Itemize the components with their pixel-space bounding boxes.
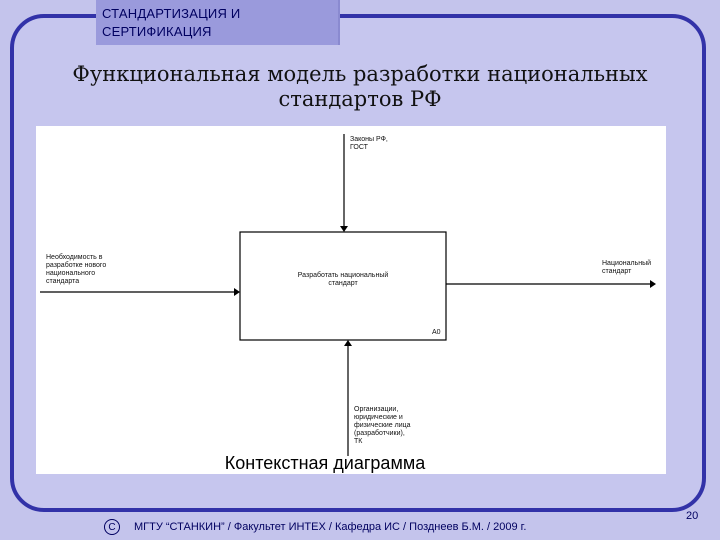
output-label-line1: Национальный — [602, 260, 652, 267]
footer-text: МГТУ “СТАНКИН” / Факультет ИНТЕХ / Кафед… — [134, 521, 527, 533]
output-label-line2: стандарт — [602, 268, 632, 275]
diagram-graphics — [40, 134, 656, 456]
header-tab-text: СТАНДАРТИЗАЦИЯ И СЕРТИФИКАЦИЯ — [102, 5, 332, 41]
control-label-line2: ГОСТ — [350, 144, 368, 151]
header-tab — [96, 0, 340, 45]
mechanism-label-line4: (разработчики), — [354, 430, 405, 437]
output-arrowhead — [650, 280, 656, 288]
control-label: Законы РФ, ГОСТ — [350, 136, 388, 152]
control-arrowhead — [340, 226, 348, 232]
copyright-circle-icon: С — [104, 519, 120, 535]
input-arrowhead — [234, 288, 240, 296]
mechanism-arrowhead — [344, 340, 352, 346]
page-number: 20 — [686, 510, 699, 522]
mechanism-label-line1: Организации, — [354, 406, 399, 413]
diagram-caption: Контекстная диаграмма — [224, 453, 426, 473]
context-diagram: Законы РФ, ГОСТ Необходимость в разработ… — [36, 126, 666, 474]
slide-title-line2: стандартов РФ — [278, 87, 442, 111]
output-label: Национальный стандарт — [602, 260, 651, 276]
function-node-number: A0 — [432, 329, 441, 336]
control-label-line1: Законы РФ, — [350, 136, 388, 143]
function-box-label: Разработать национальный стандарт — [288, 272, 398, 288]
input-label-line4: стандарта — [46, 278, 80, 285]
input-label: Необходимость в разработке нового национ… — [46, 254, 106, 286]
input-label-line2: разработке нового — [46, 262, 107, 269]
mechanism-label: Организации, юридические и физические ли… — [354, 406, 411, 446]
function-box-label-line2: стандарт — [328, 280, 358, 287]
mechanism-label-line5: ТК — [354, 438, 363, 445]
slide-title: Функциональная модель разработки национа… — [60, 62, 660, 112]
footer: С МГТУ “СТАНКИН” / Факультет ИНТЕХ / Каф… — [104, 517, 526, 537]
header-tab-line1: СТАНДАРТИЗАЦИЯ И — [102, 6, 241, 21]
mechanism-label-line2: юридические и — [354, 414, 403, 421]
input-label-line3: национального — [46, 270, 96, 277]
slide-title-line1: Функциональная модель разработки национа… — [72, 62, 648, 86]
mechanism-label-line3: физические лица — [354, 422, 411, 429]
function-box — [239, 231, 447, 341]
input-label-line1: Необходимость в — [46, 254, 103, 261]
header-tab-line2: СЕРТИФИКАЦИЯ — [102, 24, 212, 39]
function-box-label-line1: Разработать национальный — [297, 272, 389, 279]
